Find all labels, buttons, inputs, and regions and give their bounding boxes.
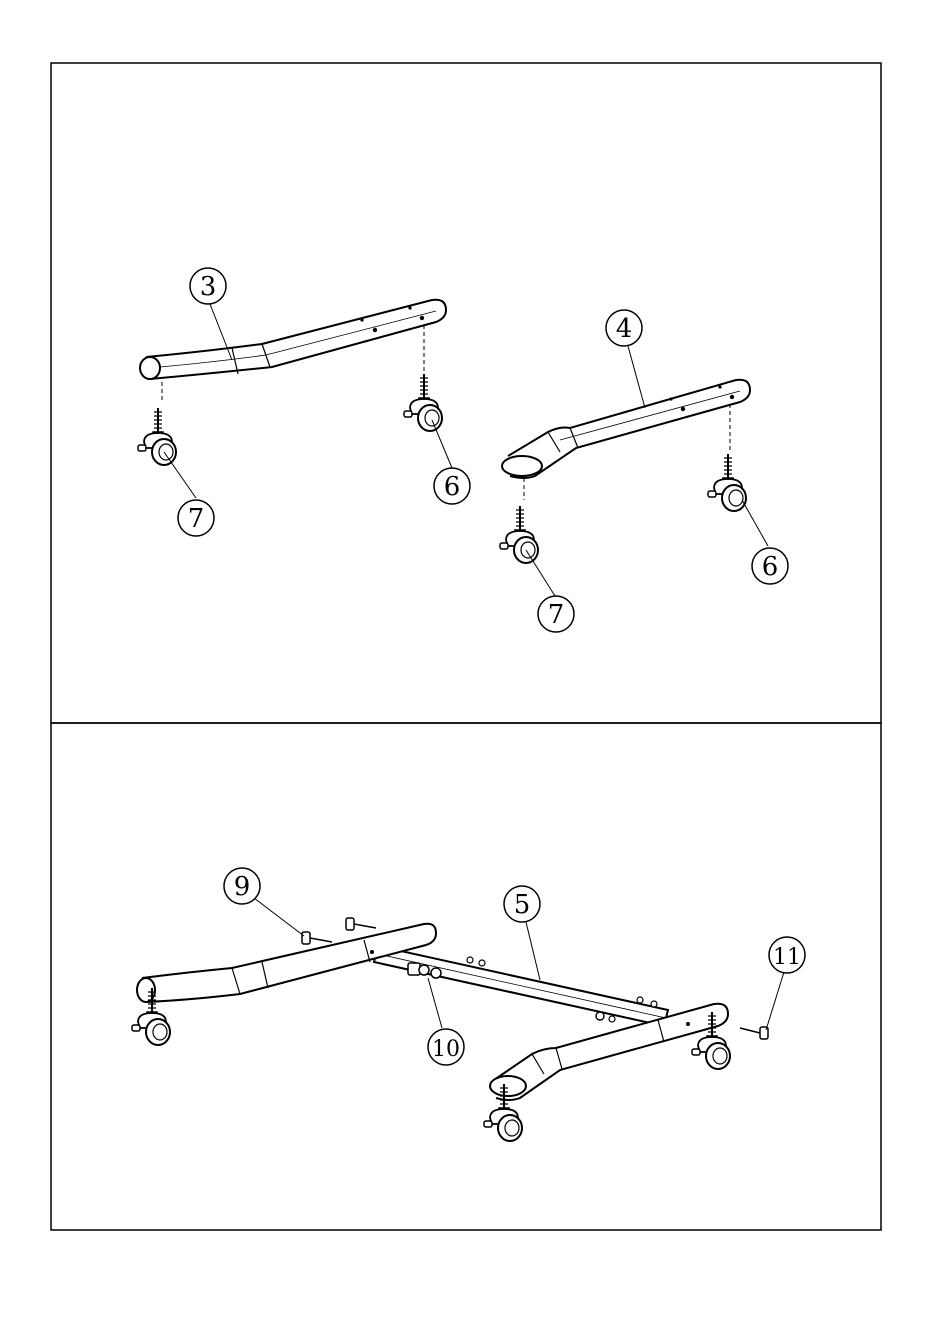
callout-part-4: 4 [606, 310, 642, 346]
caster-icon [138, 408, 176, 465]
callout-part-6-right: 6 [752, 548, 788, 584]
callout-part-9: 9 [224, 868, 260, 904]
callout-label: 6 [762, 552, 779, 582]
right-leg-tube [502, 380, 750, 500]
callout-label: 4 [616, 314, 633, 344]
caster-icon [708, 454, 746, 511]
callout-label: 5 [514, 890, 531, 920]
caster-icon [500, 506, 538, 563]
callout-part-6-left: 6 [434, 468, 470, 504]
callout-label: 9 [234, 872, 251, 902]
callout-label: 10 [432, 1037, 460, 1062]
callout-label: 7 [548, 600, 565, 630]
cross-bar-tube [374, 946, 668, 1026]
callout-part-5: 5 [504, 886, 540, 922]
callout-part-10: 10 [428, 1029, 464, 1065]
callout-label: 7 [188, 504, 205, 534]
callout-label: 11 [773, 945, 801, 970]
callout-part-7-right: 7 [538, 596, 574, 632]
left-leg-tube [140, 300, 446, 402]
callout-part-3: 3 [190, 268, 226, 304]
callout-part-7-left: 7 [178, 500, 214, 536]
caster-icon [404, 374, 442, 431]
callout-label: 3 [200, 272, 217, 302]
callout-part-11: 11 [769, 937, 805, 973]
callout-label: 6 [444, 472, 461, 502]
panel-1-frame [51, 63, 881, 723]
